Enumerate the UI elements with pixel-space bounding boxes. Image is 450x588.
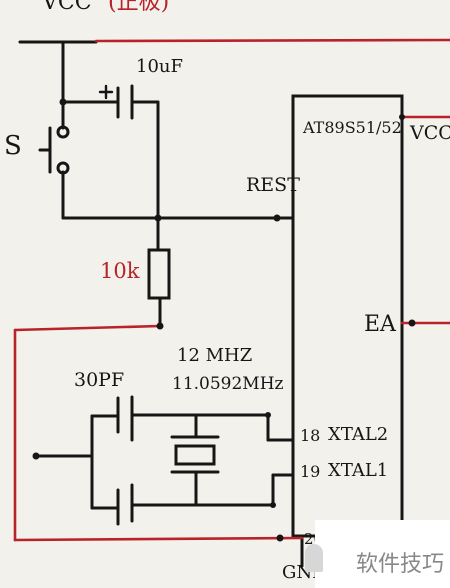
watermark-text: 软件技巧 [355,552,444,577]
xtal1-label: XTAL1 [328,460,389,481]
pin18-label: 18 [300,426,321,445]
cap-10uf-label: 10uF [136,56,183,77]
junction-dots [32,98,416,542]
crystal-body [174,444,216,466]
cap-30pf-label: 30PF [74,369,125,391]
chip-name-label: AT89S51/52 [303,118,402,137]
junction-xtal2 [265,412,271,418]
junction-rest-pin [273,214,281,222]
junction-xtal-feed [32,452,40,460]
junction-gnd [276,534,284,542]
vcc-pin-label: VCC [410,122,450,144]
junction-ea [408,319,416,327]
junction-vcc-pin [399,114,405,120]
vcc-top-label: VCC [42,0,92,15]
cap-plus-sign [98,84,114,100]
watermark-logo-icon [305,544,323,572]
vcc-top-note: (正极) [108,0,170,15]
switch-s-label: S [4,131,22,161]
crystal-freq1-label: 12 MHZ [177,345,253,366]
junction-res-bottom [156,322,164,330]
gnd-top-red-wire [13,324,162,332]
resistor-body [147,248,171,300]
switch-contact-bottom [56,161,70,175]
resistor-label: 10k [100,259,140,283]
ea-label: EA [364,312,396,337]
xtal2-label: XTAL2 [328,424,389,445]
junction-xtal1 [270,502,276,508]
gnd-bottom-red-wire [13,536,304,542]
switch-contact-top [56,125,70,139]
vcc-red-rail [94,38,450,43]
push-switch [38,125,70,175]
rest-label: REST [246,174,300,196]
junction-cap [59,98,67,106]
pin19-label: 19 [300,462,321,481]
junction-reset [154,214,162,222]
watermark-box: 软件技巧 [305,520,450,588]
crystal-freq2-label: 11.0592MHz [172,374,284,394]
